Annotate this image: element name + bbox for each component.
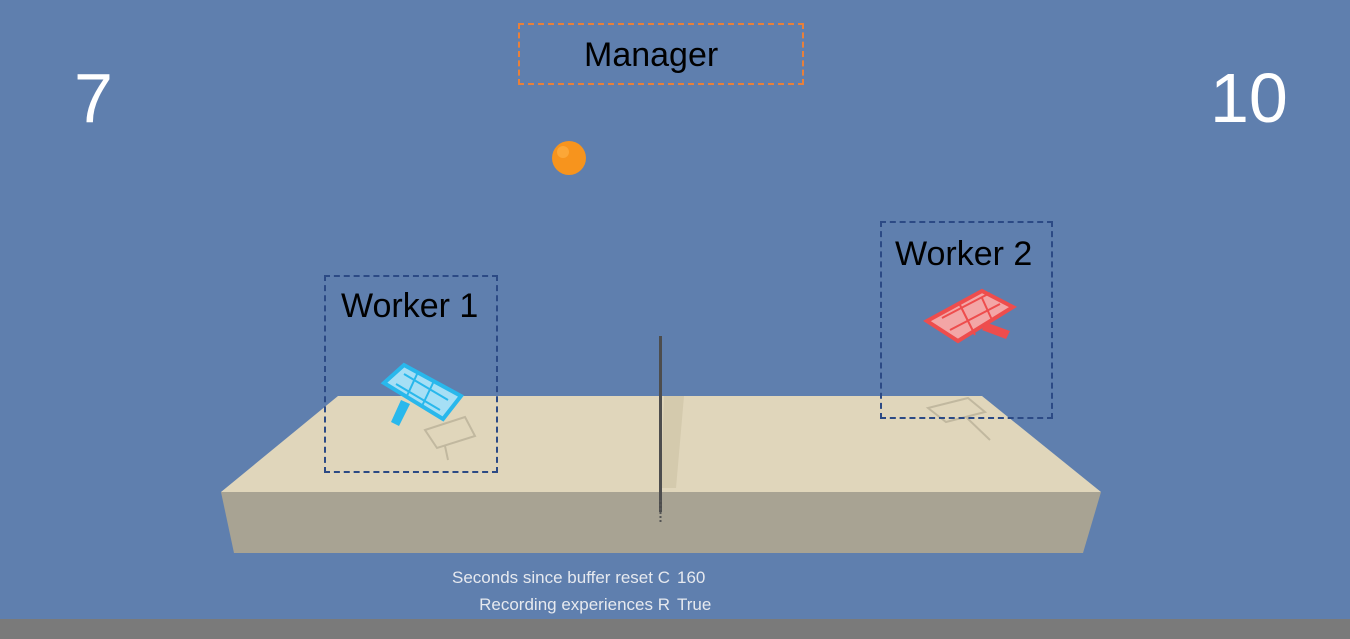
left-score: 7 (74, 59, 113, 137)
worker2-annotation-box (880, 221, 1053, 419)
blue-paddle-icon (380, 362, 465, 426)
manager-annotation-box (518, 23, 804, 85)
table-front-face (221, 492, 1101, 553)
worker2-label: Worker 2 (895, 235, 1033, 273)
worker1-annotation-box (324, 275, 498, 473)
right-score: 10 (1210, 59, 1288, 137)
buffer-reset-value: 160 (677, 568, 706, 587)
recording-label: Recording experiences R (479, 595, 670, 614)
net-shadow (661, 396, 684, 488)
red-paddle-icon (923, 288, 1018, 344)
manager-label: Manager (584, 36, 719, 74)
ball-icon (552, 141, 586, 175)
bottom-bar (0, 619, 1350, 639)
net-post (659, 336, 662, 512)
worker1-label: Worker 1 (341, 287, 479, 325)
worker1-paddle-shadow (423, 415, 477, 461)
recording-value: True (677, 595, 712, 614)
buffer-reset-label: Seconds since buffer reset C (452, 568, 670, 587)
